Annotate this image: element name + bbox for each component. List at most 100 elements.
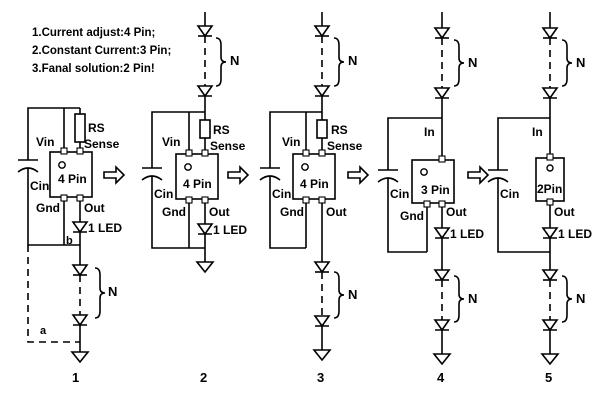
diode-top2-c2	[196, 85, 214, 98]
label-1led-c5: 1 LED	[558, 227, 592, 241]
brace-n-bottom-c5	[561, 275, 573, 323]
label-n-bottom-c5: N	[576, 291, 585, 306]
ic-box-c4	[411, 159, 455, 204]
brace-n-bottom-c3	[333, 271, 345, 319]
label-cin-c4: Cin	[390, 187, 409, 201]
label-a-c1: a	[40, 325, 47, 337]
wire-cin-gnd-c2	[151, 176, 205, 249]
pin-in-c4	[438, 155, 446, 163]
label-sense-c1: Sense	[84, 137, 120, 151]
arrow-2-3	[227, 165, 250, 185]
resistor-rs-c3	[316, 119, 328, 139]
label-rs-c3: RS	[331, 123, 348, 137]
diode-top1-c3	[313, 25, 331, 38]
circuit-2: N Vin RS Sense Cin 4 Pin Gnd Out 1 LED 2	[141, 12, 247, 385]
wire-top-c3	[269, 111, 322, 168]
diode-n1-c4	[433, 269, 451, 282]
label-ic-c5: 2Pin	[537, 182, 562, 196]
pin-out-c3	[318, 196, 326, 204]
wire-dashed-a-c1	[27, 245, 80, 343]
label-cin-c2: Cin	[154, 187, 173, 201]
wire-to-in-c5	[543, 97, 557, 156]
label-1led-c1: 1 LED	[88, 221, 122, 235]
wire-cin-gnd-c4	[387, 178, 427, 253]
diode-1led-c2	[196, 223, 214, 236]
diode-n2-c5	[541, 319, 559, 332]
label-ic-c3: 4 Pin	[300, 177, 329, 191]
ic-box-c1	[49, 151, 93, 198]
label-n-bottom-c3: N	[348, 287, 357, 302]
pin-sense-c2	[201, 149, 209, 157]
ic-box-c2	[175, 153, 219, 200]
circuit-4: N N In Cin 3 Pin Gnd Out 1 LED 4	[377, 12, 484, 385]
diode-n2-c1	[71, 314, 89, 327]
label-out-c4: Out	[446, 205, 467, 219]
arrow-1-2	[103, 165, 126, 185]
label-in-c5: In	[532, 125, 543, 139]
pin-out-c1	[76, 194, 84, 202]
brace-n-top-c3	[333, 37, 345, 87]
notes: 1.Current adjust:4 Pin; 2.Constant Curre…	[32, 27, 171, 75]
wire-led-c1	[73, 231, 87, 265]
brace-n-top-c5	[561, 39, 573, 87]
wire-led-c2	[198, 233, 212, 262]
label-n-bottom-c4: N	[468, 291, 477, 306]
pin-gnd-c1	[60, 194, 68, 202]
label-gnd-c1: Gnd	[36, 201, 60, 215]
ground-c4	[432, 353, 452, 366]
resistor-rs-c2	[199, 119, 211, 139]
label-sense-c2: Sense	[210, 139, 246, 153]
ic-box-c3	[292, 153, 336, 200]
label-rs-c2: RS	[213, 123, 230, 137]
wire-top-c2	[151, 111, 205, 168]
diode-top1-c4	[433, 27, 451, 40]
circuit-number-5: 5	[545, 370, 552, 385]
resistor-rs-c1	[74, 113, 86, 143]
note-3: 3.Fanal solution:2 Pin!	[32, 63, 155, 75]
label-b-c1: b	[66, 235, 73, 247]
pin-sense-c3	[318, 149, 326, 157]
circuit-number-3: 3	[317, 370, 324, 385]
label-rs-c1: RS	[88, 121, 105, 135]
label-cin-c1: Cin	[30, 179, 49, 193]
pin-vin-c3	[302, 149, 310, 157]
diode-top2-c3	[313, 85, 331, 98]
label-cin-c5: Cin	[500, 187, 519, 201]
diode-n2-c4	[433, 319, 451, 332]
circuit-5: N N In Cin 2Pin Out 1 LED 5	[487, 12, 592, 385]
label-vin-c3: Vin	[282, 135, 300, 149]
note-1: 1.Current adjust:4 Pin;	[32, 27, 155, 39]
wire-bottom-c4	[435, 329, 449, 354]
diode-n2-c3	[313, 315, 331, 328]
ground-c2	[195, 261, 215, 274]
ic-dot-c2	[184, 163, 192, 171]
ic-dot-c1	[58, 161, 66, 169]
label-gnd-c4: Gnd	[400, 209, 424, 223]
label-ic-c4: 3 Pin	[421, 183, 450, 197]
label-ic-c2: 4 Pin	[183, 177, 212, 191]
ground-c3	[312, 349, 332, 362]
pin-sense-c1	[76, 147, 84, 155]
diode-top1-c2	[196, 25, 214, 38]
wire-bottom-c1	[73, 324, 87, 352]
ic-dot-c4	[420, 168, 428, 176]
pin-gnd-c3	[302, 196, 310, 204]
diode-n1-c3	[313, 261, 331, 274]
label-n-top-c3: N	[348, 53, 357, 68]
pin-in-c5	[546, 153, 554, 161]
brace-n-bottom-c4	[453, 275, 465, 323]
pin-out-c2	[201, 196, 209, 204]
brace-n-c1	[94, 267, 106, 319]
wire-to-rs-c3	[315, 95, 329, 120]
circuit-1: Vin RS Sense Cin 4 Pin Gnd Out 1 LED b a…	[17, 107, 122, 385]
diode-1led-c4	[433, 227, 451, 240]
ic-dot-c5	[546, 164, 554, 172]
brace-n-top-c2	[215, 37, 227, 87]
arrow-3-4	[347, 165, 370, 185]
wire-bottom-c5	[543, 329, 557, 354]
wire-led-c5	[543, 237, 557, 270]
label-vin-c2: Vin	[162, 135, 180, 149]
diode-n1-c5	[541, 269, 559, 282]
label-n-c1: N	[108, 284, 117, 299]
